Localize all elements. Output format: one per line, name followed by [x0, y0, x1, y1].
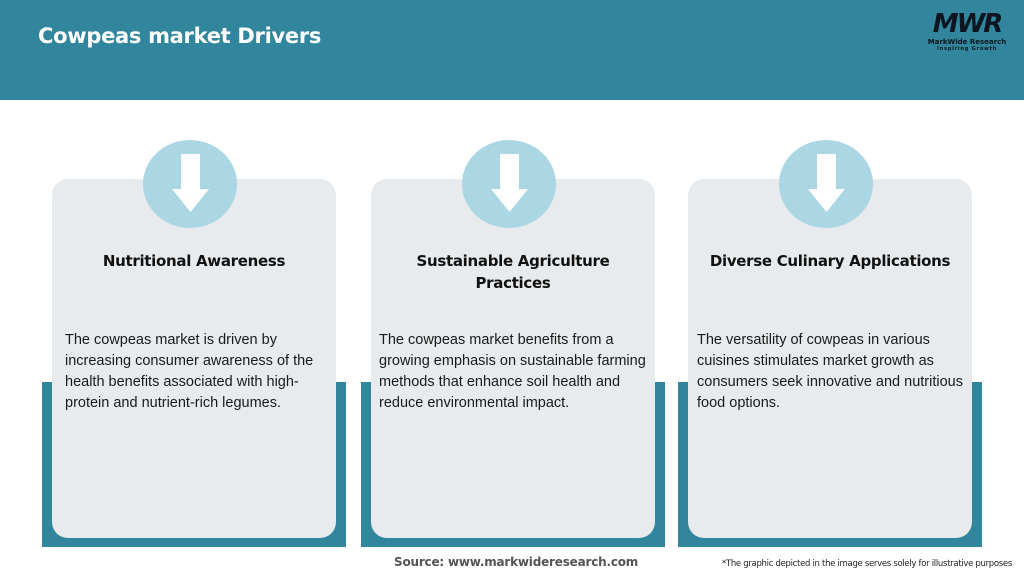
driver-title: Diverse Culinary Applications — [709, 252, 951, 270]
driver-description: The cowpeas market is driven by increasi… — [65, 332, 314, 411]
driver-description: The versatility of cowpeas in various cu… — [697, 332, 963, 411]
down-arrow-icon — [143, 140, 237, 228]
driver-title: Sustainable Agriculture Practices — [416, 252, 610, 292]
logo-tagline: Inspiring Growth — [936, 46, 998, 52]
card-panel — [371, 179, 655, 538]
down-arrow-icon — [462, 140, 556, 228]
down-arrow-icon — [779, 140, 873, 228]
page-title: Cowpeas market Drivers — [38, 24, 322, 48]
card-panel — [52, 179, 336, 538]
logo-name: MarkWide Research — [927, 38, 1007, 46]
driver-card-nutritional-awareness: Nutritional Awareness The cowpeas market… — [42, 140, 348, 550]
logo-mark: MWR — [932, 9, 1004, 39]
markwide-logo: MWR MarkWide Research Inspiring Growth — [922, 10, 1012, 58]
driver-card-sustainable-agriculture: Sustainable Agriculture Practices The co… — [361, 140, 667, 550]
disclaimer-note: *The graphic depicted in the image serve… — [722, 559, 1012, 569]
source-link[interactable]: Source: www.markwideresearch.com — [394, 555, 639, 569]
header-banner: Cowpeas market Drivers MWR MarkWide Rese… — [0, 0, 1024, 100]
driver-title: Nutritional Awareness — [102, 252, 286, 270]
driver-card-diverse-culinary: Diverse Culinary Applications The versat… — [678, 140, 984, 550]
driver-description: The cowpeas market benefits from a growi… — [379, 332, 646, 411]
card-panel — [688, 179, 972, 538]
